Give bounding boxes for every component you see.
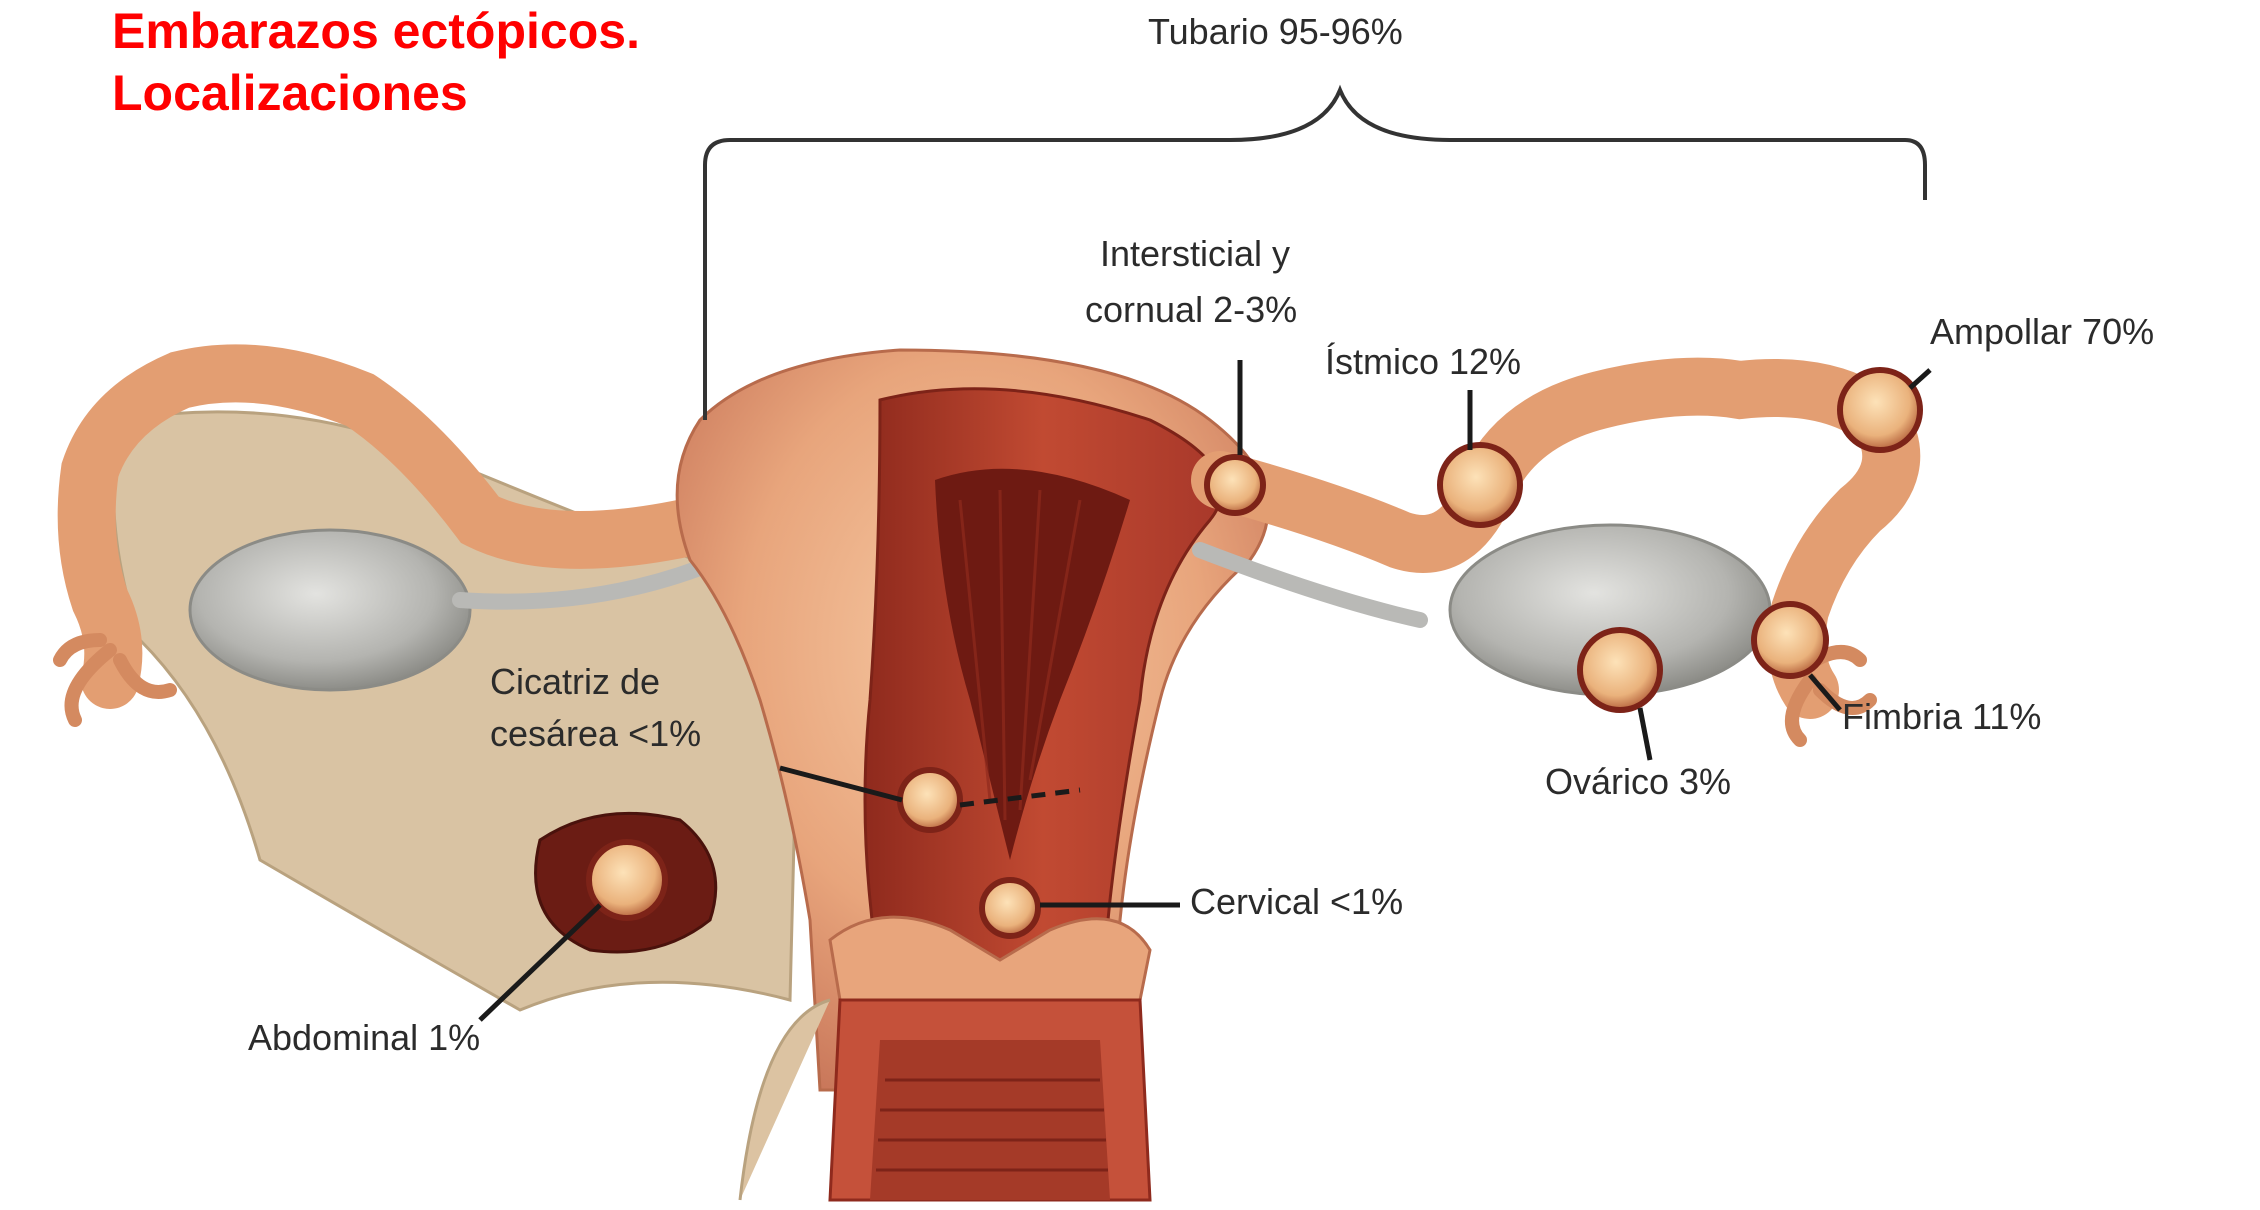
title-line-1: Embarazos ectópicos. [112,0,640,62]
label-cervical: Cervical <1% [1190,880,1403,924]
label-intersticial-line2: cornual 2-3% [1085,288,1297,332]
label-istmico: Ístmico 12% [1325,340,1521,384]
label-ovarico: Ovárico 3% [1545,760,1731,804]
label-abdominal: Abdominal 1% [248,1016,480,1060]
label-intersticial-line1: Intersticial y [1100,232,1290,276]
page-title: Embarazos ectópicos. Localizaciones [112,0,640,124]
label-ampollar: Ampollar 70% [1930,310,2154,354]
label-cicatriz-line1: Cicatriz de [490,660,660,704]
sac-cicatriz [900,770,960,830]
sac-cervical [982,880,1038,936]
left-ovary [190,530,470,690]
sac-istmico [1440,445,1520,525]
sac-intersticial [1207,457,1263,513]
sac-ovarico [1580,630,1660,710]
sac-ampollar [1840,370,1920,450]
leader-ovarico [1640,708,1650,760]
label-tubario: Tubario 95-96% [1148,10,1403,54]
leader-ampollar [1910,370,1930,388]
label-fimbria: Fimbria 11% [1842,695,2041,739]
title-line-2: Localizaciones [112,62,640,124]
label-cicatriz-line2: cesárea <1% [490,712,701,756]
sac-fimbria [1754,604,1826,676]
